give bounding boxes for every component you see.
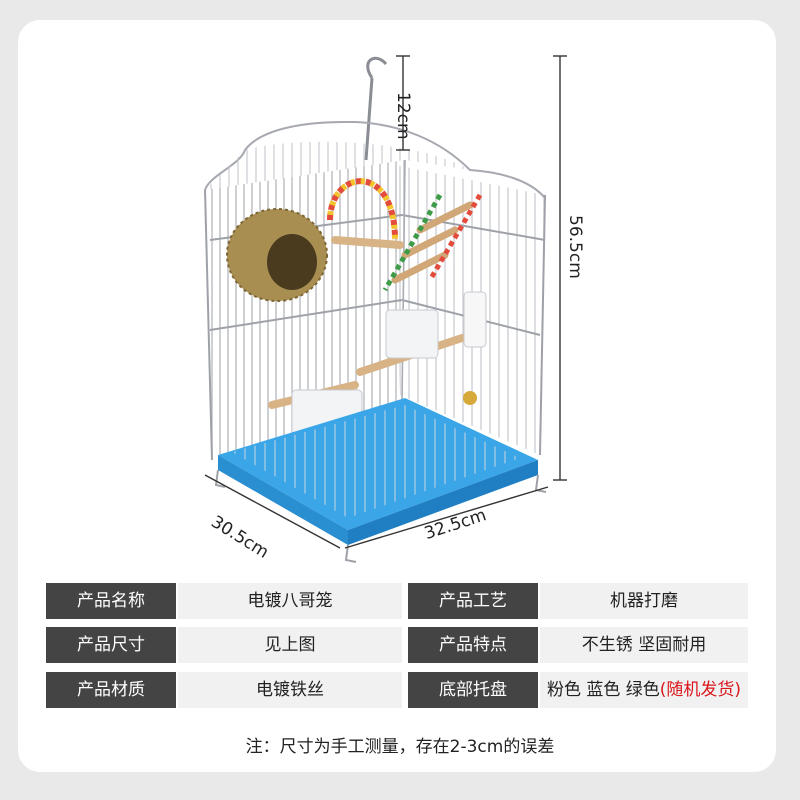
hook-height-label: 12cm: [393, 92, 413, 140]
spec-value: 电镀八哥笼: [178, 583, 402, 619]
spec-value: 电镀铁丝: [178, 672, 402, 708]
spec-value: 见上图: [178, 627, 402, 663]
spec-value: 机器打磨: [540, 583, 748, 619]
spec-key: 产品特点: [408, 627, 538, 663]
spec-value-tray-colors: 粉色 蓝色 绿色(随机发货): [540, 672, 748, 708]
spec-key: 产品名称: [46, 583, 176, 619]
spec-key: 产品材质: [46, 672, 176, 708]
total-height-label: 56.5cm: [565, 215, 585, 279]
random-shipping-note: (随机发货): [659, 680, 742, 700]
spec-row: 产品名称 电镀八哥笼 产品工艺 机器打磨: [46, 583, 748, 619]
spec-row: 产品材质 电镀铁丝 底部托盘 粉色 蓝色 绿色(随机发货): [46, 672, 748, 708]
measurement-note: 注：尺寸为手工测量，存在2-3cm的误差: [245, 737, 555, 757]
bird-cage-photo: [204, 55, 567, 563]
tray-colors-text: 粉色 蓝色 绿色: [546, 680, 660, 700]
spec-value: 不生锈 坚固耐用: [540, 627, 748, 663]
spec-key: 产品工艺: [408, 583, 538, 619]
spec-key: 底部托盘: [408, 672, 538, 708]
spec-row: 产品尺寸 见上图 产品特点 不生锈 坚固耐用: [46, 627, 748, 663]
spec-key: 产品尺寸: [46, 627, 176, 663]
